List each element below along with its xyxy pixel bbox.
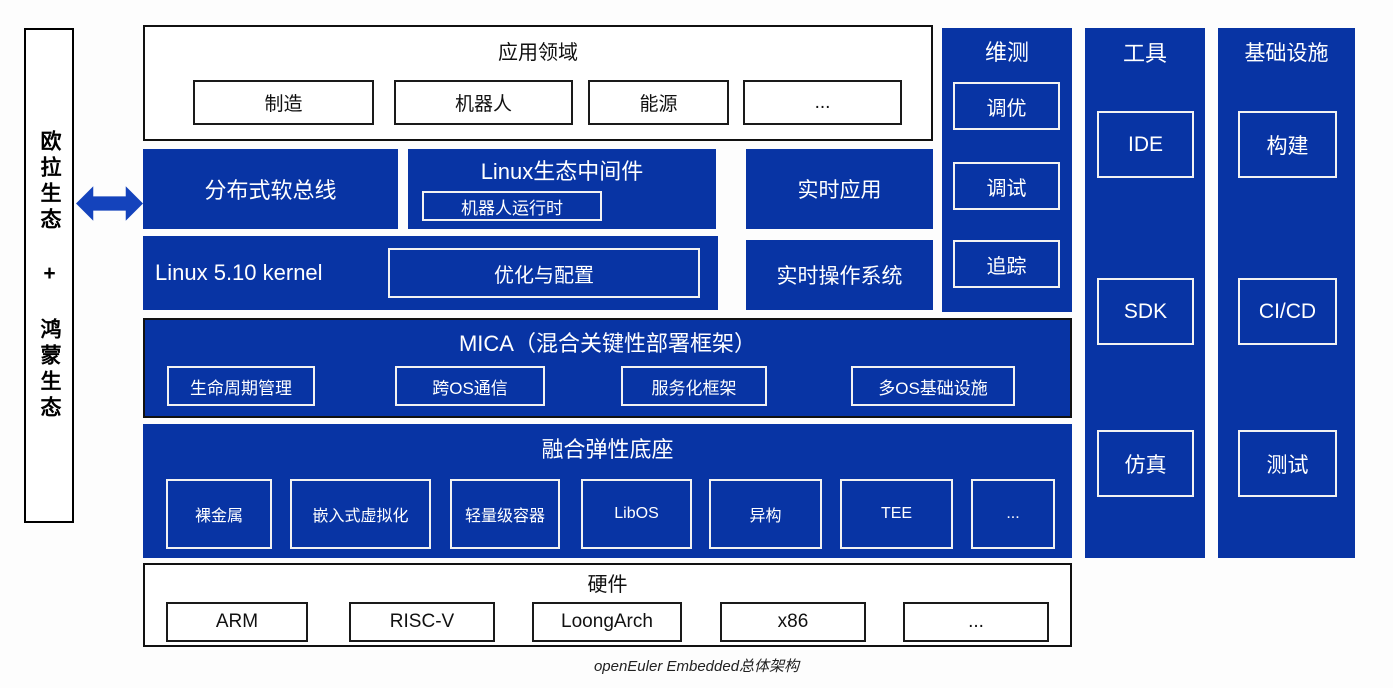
app-domain-item: ... <box>743 80 902 125</box>
mica-item-label: 生命周期管理 <box>190 378 292 398</box>
elastic-base-item-label: 轻量级容器 <box>464 508 545 525</box>
kernel-label: Linux 5.10 kernel <box>155 260 323 285</box>
mica-item: 服务化框架 <box>621 366 767 406</box>
mica-item: 多OS基础设施 <box>851 366 1015 406</box>
infrastructure-item: 测试 <box>1238 430 1337 497</box>
elastic-base-item-label: LibOS <box>614 505 659 522</box>
tools-item-label: IDE <box>1127 132 1163 156</box>
infrastructure-column: 基础设施 构建 CI/CD 测试 <box>1218 28 1355 558</box>
app-domain-item-label: 机器人 <box>454 94 512 115</box>
app-domain-panel: 应用领域 制造 机器人 能源 ... <box>143 25 933 141</box>
app-domain-title: 应用领域 <box>498 42 578 64</box>
app-domain-item-label: 能源 <box>639 94 678 115</box>
elastic-base-item-label: 异构 <box>749 508 782 525</box>
elastic-base-panel: 融合弹性底座 裸金属 嵌入式虚拟化 轻量级容器 LibOS 异构 TEE ... <box>143 424 1072 558</box>
hardware-item-label: LoongArch <box>561 611 653 632</box>
maintenance-column: 维测 调优 调试 追踪 <box>942 28 1072 312</box>
tools-column: 工具 IDE SDK 仿真 <box>1085 28 1205 558</box>
hardware-item-label: ARM <box>215 611 259 632</box>
elastic-base-item-label: ... <box>1006 505 1020 522</box>
mica-title: MICA（混合关键性部署框架） <box>458 331 756 356</box>
mica-item-label: 跨OS通信 <box>432 378 508 398</box>
diagram-caption: openEuler Embedded总体架构 <box>593 658 800 675</box>
hardware-item-label: x86 <box>777 611 809 632</box>
infrastructure-title: 基础设施 <box>1244 42 1329 65</box>
realtime-app-label: 实时应用 <box>797 179 882 202</box>
mica-item: 跨OS通信 <box>395 366 545 406</box>
realtime-app-box: 实时应用 <box>746 149 933 229</box>
maintenance-item: 调优 <box>953 82 1060 130</box>
mica-item: 生命周期管理 <box>167 366 315 406</box>
tools-item: IDE <box>1097 111 1194 178</box>
soft-bus-box: 分布式软总线 <box>143 149 398 229</box>
rtos-box: 实时操作系统 <box>746 240 933 310</box>
elastic-base-item: 异构 <box>709 479 822 549</box>
app-domain-item-label: ... <box>814 91 831 113</box>
tools-item-label: SDK <box>1123 299 1168 323</box>
robot-runtime-box: 机器人运行时 <box>422 191 602 221</box>
hardware-title: 硬件 <box>587 574 628 596</box>
maintenance-title: 维测 <box>984 40 1029 65</box>
tools-item: SDK <box>1097 278 1194 345</box>
mica-item-label: 多OS基础设施 <box>878 378 988 398</box>
kernel-box: Linux 5.10 kernel 优化与配置 <box>143 236 718 310</box>
tools-item: 仿真 <box>1097 430 1194 497</box>
hardware-item: RISC-V <box>349 602 495 642</box>
elastic-base-item: TEE <box>840 479 953 549</box>
app-domain-item: 制造 <box>193 80 374 125</box>
elastic-base-item-label: 嵌入式虚拟化 <box>312 508 409 525</box>
elastic-base-item: LibOS <box>581 479 692 549</box>
linux-middleware-title: Linux生态中间件 <box>480 159 644 184</box>
hardware-item: ... <box>903 602 1049 642</box>
infrastructure-item: CI/CD <box>1238 278 1337 345</box>
hardware-item: ARM <box>166 602 308 642</box>
elastic-base-item: 轻量级容器 <box>450 479 560 549</box>
hardware-item-label: ... <box>968 611 984 632</box>
mica-item-label: 服务化框架 <box>651 378 737 398</box>
tools-title: 工具 <box>1122 41 1167 66</box>
maintenance-item-label: 追踪 <box>986 255 1027 278</box>
linux-middleware-box: Linux生态中间件 机器人运行时 <box>408 149 716 229</box>
app-domain-item: 能源 <box>588 80 729 125</box>
maintenance-item-label: 调优 <box>986 97 1027 120</box>
ecosystem-label: 欧拉生态 + 鸿蒙生态 <box>38 129 61 422</box>
hardware-item: x86 <box>720 602 866 642</box>
mica-panel: MICA（混合关键性部署框架） 生命周期管理 跨OS通信 服务化框架 多OS基础… <box>143 318 1072 418</box>
soft-bus-label: 分布式软总线 <box>204 178 337 203</box>
elastic-base-title: 融合弹性底座 <box>541 437 674 462</box>
left-right-arrow-icon <box>76 186 143 221</box>
maintenance-item: 追踪 <box>953 240 1060 288</box>
tools-item-label: 仿真 <box>1124 453 1167 477</box>
robot-runtime-label: 机器人运行时 <box>461 198 563 218</box>
maintenance-item: 调试 <box>953 162 1060 210</box>
elastic-base-item: 裸金属 <box>166 479 272 549</box>
elastic-base-item-label: 裸金属 <box>194 508 243 525</box>
infrastructure-item: 构建 <box>1238 111 1337 178</box>
app-domain-item-label: 制造 <box>264 94 303 115</box>
hardware-panel: 硬件 ARM RISC-V LoongArch x86 ... <box>143 563 1072 647</box>
ecosystem-sidebar: 欧拉生态 + 鸿蒙生态 <box>24 28 74 523</box>
hardware-item-label: RISC-V <box>389 611 455 632</box>
elastic-base-item: 嵌入式虚拟化 <box>290 479 431 549</box>
kernel-optimization-box: 优化与配置 <box>388 248 700 298</box>
infrastructure-item-label: CI/CD <box>1258 299 1317 323</box>
infrastructure-item-label: 构建 <box>1266 134 1309 158</box>
elastic-base-item: ... <box>971 479 1055 549</box>
elastic-base-item-label: TEE <box>880 505 913 522</box>
hardware-item: LoongArch <box>532 602 682 642</box>
rtos-label: 实时操作系统 <box>776 265 903 288</box>
kernel-optimization-label: 优化与配置 <box>494 264 594 287</box>
maintenance-item-label: 调试 <box>986 177 1027 200</box>
app-domain-item: 机器人 <box>394 80 573 125</box>
infrastructure-item-label: 测试 <box>1266 453 1309 477</box>
